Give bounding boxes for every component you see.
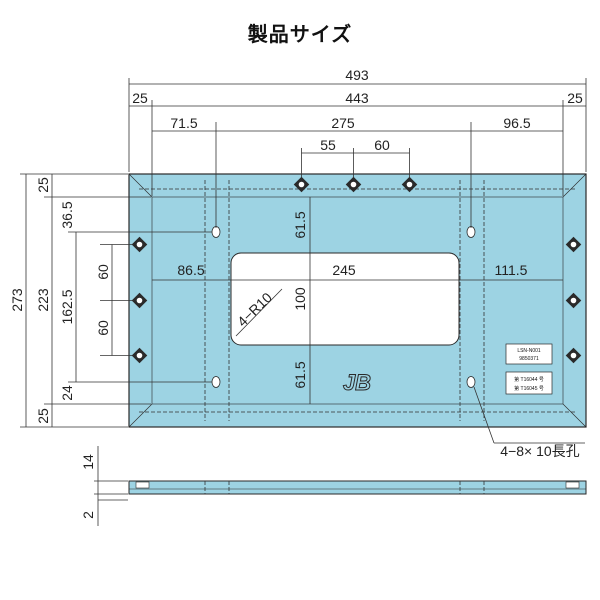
- dimensions-interior: 86.5 245 111.5 61.5 100 61.5 4−R10 4−8× …: [152, 197, 585, 459]
- insert-nut: [293, 176, 310, 193]
- plate-inner-bevel: [151, 196, 564, 405]
- dimensions-top: 493 25 443 25 71.5 275 96.5 55 60: [128, 67, 587, 228]
- dim-side-hole-spacing-b: 60: [95, 320, 111, 336]
- dim-overall-width: 493: [345, 67, 369, 83]
- slot-hole: [466, 226, 476, 238]
- dim-left-bottom-hole: 24: [59, 385, 75, 401]
- label-line-1: LSN-N001: [517, 348, 541, 354]
- label-line-2: 9850371: [519, 356, 539, 362]
- side-plate-body: [128, 480, 587, 495]
- slot-hole: [466, 376, 476, 388]
- label-line-4: 第 T16045 号: [514, 385, 544, 392]
- dim-top-hole-spacing-b: 60: [374, 137, 390, 153]
- insert-nut: [345, 176, 362, 193]
- dim-thickness-plate: 2: [80, 511, 96, 519]
- insert-nut: [131, 347, 148, 364]
- slot-hole: [211, 226, 221, 238]
- dim-hole-right-offset: 96.5: [503, 115, 530, 131]
- dim-left-margin: 25: [132, 90, 148, 106]
- brand-logo: JB: [343, 370, 371, 395]
- dim-inner-width: 443: [345, 90, 369, 106]
- dim-left-hole-top: 36.5: [59, 201, 75, 228]
- dim-right-margin: 25: [567, 90, 583, 106]
- dim-window-height: 100: [292, 287, 308, 311]
- dim-inner-height: 223: [35, 288, 51, 312]
- dim-thickness-total: 14: [80, 454, 96, 470]
- bevel-corner-tr: [562, 173, 587, 198]
- page-title: 製品サイズ: [247, 22, 353, 46]
- dim-top-hole-spacing-a: 55: [320, 137, 336, 153]
- insert-nut: [131, 292, 148, 309]
- dim-side-hole-spacing-a: 60: [95, 264, 111, 280]
- label-plate: LSN-N001 9850371 第 T16044 号 第 T16045 号: [505, 343, 553, 395]
- dim-left-top-offset: 25: [35, 177, 51, 193]
- insert-nut: [401, 176, 418, 193]
- insert-nut: [565, 236, 582, 253]
- dim-hole-span: 275: [331, 115, 355, 131]
- slot-hole: [211, 376, 221, 388]
- plate-side-view: 14 2: [80, 446, 587, 526]
- dim-hole-left-offset: 71.5: [170, 115, 197, 131]
- dim-window-width: 245: [332, 262, 356, 278]
- dim-window-left-offset: 86.5: [177, 262, 204, 278]
- label-line-3: 第 T16044 号: [514, 376, 544, 383]
- slot-callout: 4−8× 10長孔: [500, 443, 579, 459]
- dim-overall-height: 273: [9, 288, 25, 312]
- dimensions-left: 273 223 25 36.5 162.5 24 25 60 60: [9, 173, 212, 428]
- bevel-corner-tl: [128, 173, 153, 198]
- dim-left-bottom-margin: 25: [35, 408, 51, 424]
- plate-top-view: LSN-N001 9850371 第 T16044 号 第 T16045 号 J…: [128, 173, 587, 428]
- insert-nut: [131, 236, 148, 253]
- dim-window-right-offset: 111.5: [495, 262, 528, 278]
- dim-window-top-offset: 61.5: [292, 211, 308, 238]
- bevel-corner-br: [562, 403, 587, 428]
- dim-window-bottom-offset: 61.5: [292, 361, 308, 388]
- dim-left-hole-span: 162.5: [59, 289, 75, 324]
- bevel-corner-bl: [128, 403, 153, 428]
- center-window: [230, 252, 460, 346]
